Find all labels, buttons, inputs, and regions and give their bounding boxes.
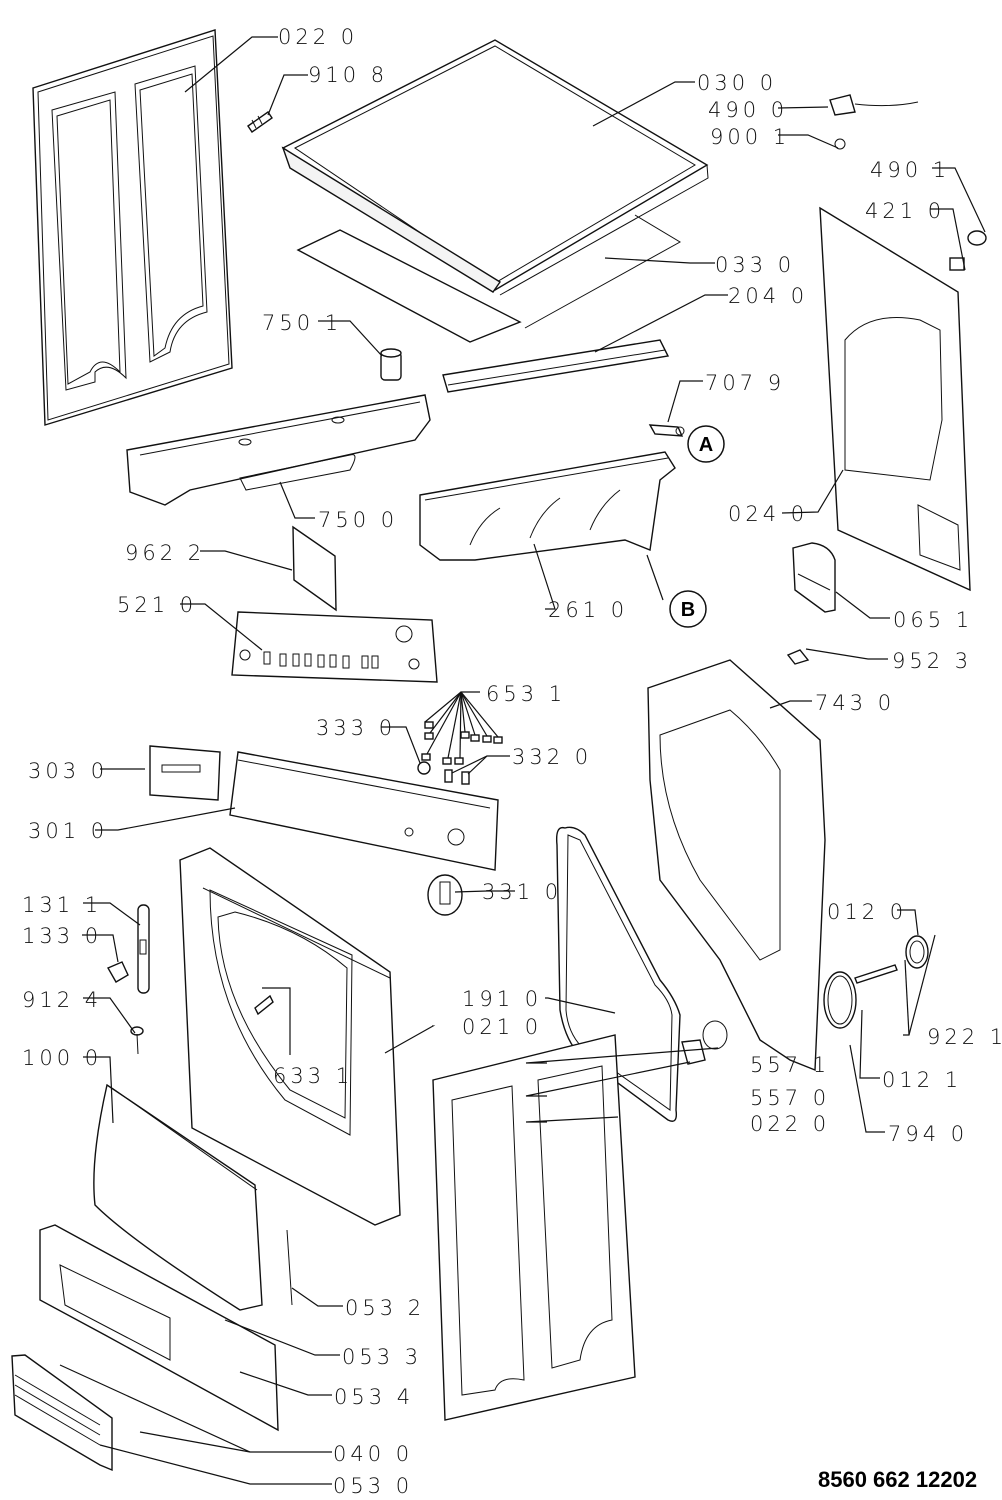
label-750-1: 750 1 (262, 311, 342, 335)
label-331-0: 331 0 (482, 880, 562, 904)
label-910-8: 910 8 (308, 63, 388, 87)
label-053-2: 053 2 (345, 1296, 425, 1320)
label-707-9: 707 9 (705, 371, 785, 395)
pulley (905, 935, 929, 969)
label-053-0: 053 0 (333, 1474, 413, 1498)
label-421-0: 421 0 (865, 199, 945, 223)
power-socket (967, 230, 987, 246)
cable-plug (829, 94, 919, 116)
label-131-1: 131 1 (22, 893, 102, 917)
label-900-1: 900 1 (710, 125, 790, 149)
label-033-0: 033 0 (715, 253, 795, 277)
top-lid (281, 39, 709, 296)
control-board (231, 611, 438, 683)
drum-housing (647, 659, 826, 1072)
label-022-0-top: 022 0 (278, 25, 358, 49)
callout-a: A (687, 425, 725, 463)
label-261-0: 261 0 (548, 598, 628, 622)
label-053-3: 053 3 (342, 1345, 422, 1369)
door-latch (107, 904, 150, 994)
door-hinge-spring (286, 1229, 293, 1306)
shaft (854, 964, 898, 984)
label-743-0: 743 0 (815, 691, 895, 715)
drawer-front (149, 745, 221, 801)
dispenser-cup (380, 348, 402, 381)
label-333-0: 333 0 (316, 716, 396, 740)
label-490-1: 490 1 (870, 158, 950, 182)
label-332-0: 332 0 (512, 745, 592, 769)
label-022-0-bottom: 022 0 (750, 1112, 830, 1136)
hose-connector (648, 424, 685, 437)
front-bar (442, 339, 670, 393)
label-653-1: 653 1 (486, 682, 566, 706)
seal-557-1 (702, 1020, 728, 1050)
label-065-1: 065 1 (893, 608, 973, 632)
board-connectors (263, 651, 379, 669)
label-922-1: 922 1 (927, 1025, 1002, 1049)
label-490-0: 490 0 (708, 98, 788, 122)
label-040-0: 040 0 (333, 1442, 413, 1466)
label-133-0: 133 0 (22, 924, 102, 948)
label-191-0: 191 0 (462, 987, 542, 1011)
label-633-1: 633 1 (273, 1064, 353, 1088)
insulation-sheet (292, 525, 337, 612)
rear-panel (819, 206, 971, 592)
callout-b: B (669, 590, 707, 628)
label-952-3: 952 3 (892, 649, 972, 673)
air-duct (419, 451, 676, 561)
sensor-557-0 (681, 1039, 706, 1065)
callout-b-text: B (681, 599, 695, 621)
callout-a-text: A (699, 434, 713, 456)
screw-910-8 (247, 111, 273, 133)
label-557-0: 557 0 (750, 1086, 830, 1110)
document-number: 8560 662 12202 (818, 1467, 977, 1492)
label-912-4: 912 4 (22, 988, 102, 1012)
label-100-0: 100 0 (22, 1046, 102, 1070)
label-024-0: 024 0 (728, 502, 808, 526)
belt (823, 971, 857, 1029)
control-panel (229, 751, 499, 871)
label-794-0: 794 0 (888, 1122, 968, 1146)
cover-plate (792, 542, 836, 613)
drawer-housing (126, 394, 431, 506)
fitting-952-3 (786, 649, 810, 665)
lid-bracket (296, 214, 682, 343)
side-panel-left (32, 29, 233, 426)
label-521-0: 521 0 (117, 593, 197, 617)
label-303-0: 303 0 (28, 759, 108, 783)
screw-912-4 (130, 1026, 144, 1055)
label-012-0: 012 0 (827, 900, 907, 924)
label-204-0: 204 0 (728, 284, 808, 308)
label-750-0: 750 0 (318, 508, 398, 532)
label-030-0: 030 0 (697, 71, 777, 95)
label-053-4: 053 4 (334, 1385, 414, 1409)
filter-grille (11, 1354, 113, 1472)
side-panel-right (432, 1034, 636, 1421)
label-301-0: 301 0 (28, 819, 108, 843)
label-557-1: 557 1 (750, 1053, 830, 1077)
label-962-2: 962 2 (125, 541, 205, 565)
door-front-plate (93, 1083, 263, 1311)
leader-lines (59, 36, 986, 1485)
program-knob (427, 874, 463, 916)
kickplate-frame (39, 1224, 279, 1432)
cable-clip (834, 138, 846, 150)
filter-capacitor (949, 257, 965, 271)
label-012-1: 012 1 (882, 1068, 962, 1092)
label-021-0: 021 0 (462, 1015, 542, 1039)
part-labels: 022 0 910 8 030 0 490 0 900 1 490 1 421 … (22, 25, 1002, 1498)
